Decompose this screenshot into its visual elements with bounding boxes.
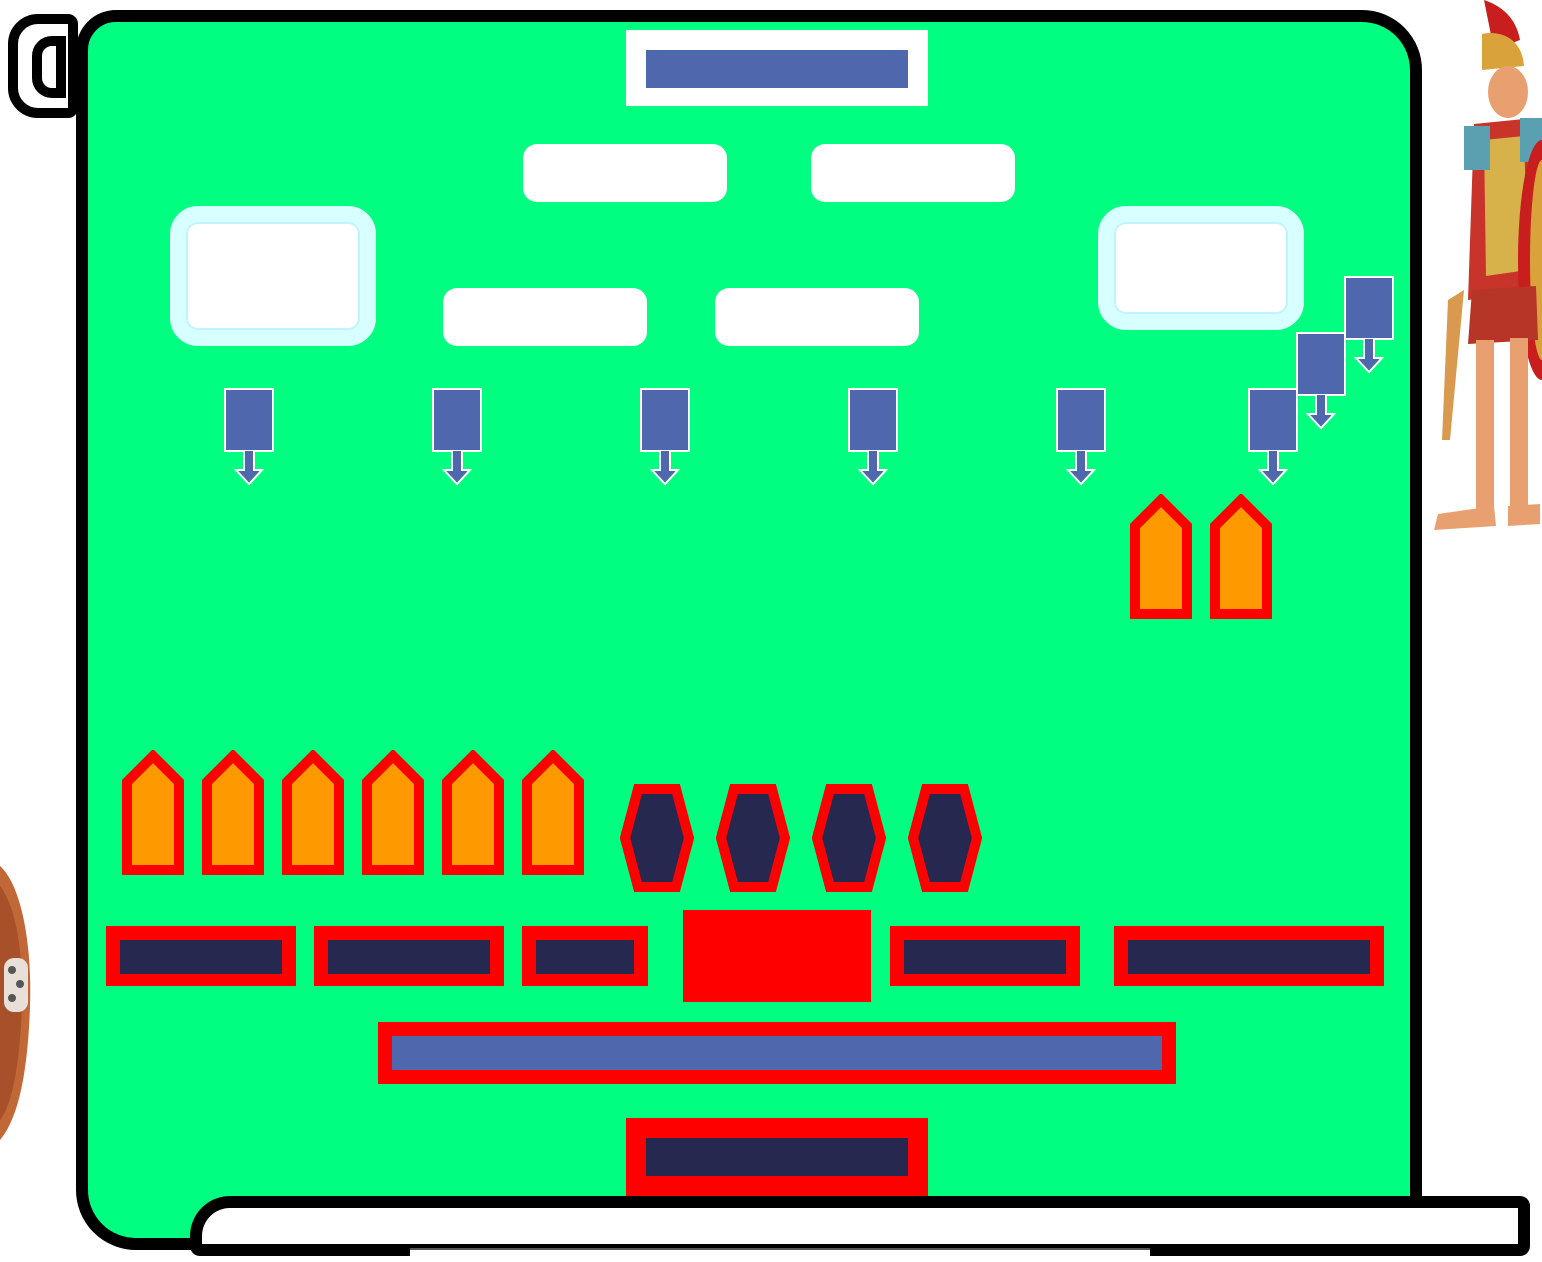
roman-soldier-icon	[1424, 0, 1542, 540]
hex-tile-1[interactable]	[620, 784, 694, 892]
orange-tile-right-2[interactable]	[1210, 494, 1272, 620]
glow-box-left[interactable]	[170, 206, 376, 346]
title-bar[interactable]	[646, 50, 908, 88]
orange-tile-4[interactable]	[362, 750, 424, 876]
scroll-curl-inner	[32, 36, 66, 98]
box-top-left[interactable]	[523, 144, 727, 202]
box-mid-left[interactable]	[443, 288, 647, 346]
center-red-block[interactable]	[683, 910, 871, 1002]
orange-tile-6[interactable]	[522, 750, 584, 876]
arrow-down-2[interactable]	[432, 388, 482, 486]
bar-4[interactable]	[890, 926, 1080, 986]
hex-tile-2[interactable]	[716, 784, 790, 892]
hex-tile-3[interactable]	[812, 784, 886, 892]
arrow-down-stair-1[interactable]	[1296, 332, 1346, 430]
glow-box-right[interactable]	[1098, 206, 1304, 330]
orange-tile-2[interactable]	[202, 750, 264, 876]
bar-2[interactable]	[314, 926, 504, 986]
bar-3[interactable]	[522, 926, 648, 986]
bar-1[interactable]	[106, 926, 296, 986]
long-bar[interactable]	[378, 1022, 1176, 1084]
box-top-right[interactable]	[811, 144, 1015, 202]
arrow-down-stair-2[interactable]	[1344, 276, 1394, 374]
orange-tile-3[interactable]	[282, 750, 344, 876]
arrow-down-5[interactable]	[1056, 388, 1106, 486]
box-mid-right[interactable]	[715, 288, 919, 346]
arrow-down-6[interactable]	[1248, 388, 1298, 486]
orange-tile-5[interactable]	[442, 750, 504, 876]
bar-5[interactable]	[1114, 926, 1384, 986]
arrow-down-1[interactable]	[224, 388, 274, 486]
hex-tile-4[interactable]	[908, 784, 982, 892]
orange-tile-right-1[interactable]	[1130, 494, 1192, 620]
arrow-down-3[interactable]	[640, 388, 690, 486]
orange-tile-1[interactable]	[122, 750, 184, 876]
scroll-roll-strip	[410, 1248, 1150, 1262]
scroll-roll-bottom	[190, 1196, 1530, 1256]
arrow-down-4[interactable]	[848, 388, 898, 486]
shield-icon	[0, 866, 32, 1140]
bottom-bar[interactable]	[626, 1118, 928, 1196]
